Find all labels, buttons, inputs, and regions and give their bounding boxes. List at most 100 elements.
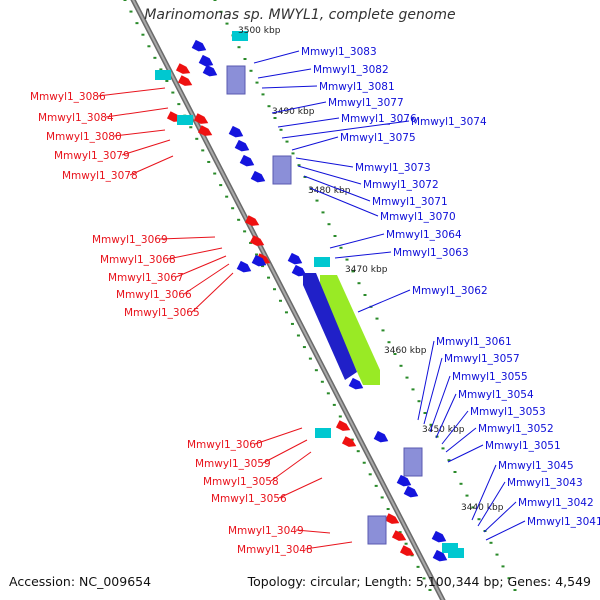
right-gene-label: Mmwyl1_3072 (363, 179, 439, 191)
right-gene-label: Mmwyl1_3075 (340, 132, 416, 144)
right-gene-label: Mmwyl1_3063 (393, 247, 469, 259)
kbp-scale-label: 3440 kbp (461, 503, 504, 513)
reverse-gene-arrow (431, 530, 447, 543)
outer-right-dot (303, 176, 307, 178)
left-gene-label: Mmwyl1_3058 (203, 476, 279, 488)
outer-right-dot (315, 199, 319, 202)
rna-gene-block (155, 70, 171, 80)
left-gene-label: Mmwyl1_3049 (228, 525, 304, 537)
left-leader-line (129, 155, 174, 176)
right-leader-line (281, 120, 410, 139)
reverse-gene-arrow (432, 549, 448, 562)
right-gene-label: Mmwyl1_3042 (518, 497, 594, 509)
gene-cluster-block (367, 515, 387, 545)
rna-gene-block (448, 548, 464, 558)
rna-gene-block (232, 31, 248, 41)
genome-title: Marinomonas sp. MWYL1, complete genome (144, 7, 456, 23)
outer-right-dot (429, 423, 433, 426)
right-gene-label: Mmwyl1_3045 (498, 460, 574, 472)
outer-right-dot (513, 589, 517, 591)
kbp-scale-label: 3460 kbp (384, 346, 427, 356)
outer-left-dot (141, 33, 145, 36)
forward-gene-arrow (177, 75, 193, 86)
outer-left-dot (225, 195, 229, 198)
right-leader-line (357, 289, 411, 313)
outer-left-dot (207, 160, 211, 163)
accession-text: Accession: NC_009654 (9, 574, 152, 589)
genome-summary-text: Topology: circular; Length: 5,100,344 bp… (247, 574, 591, 589)
outer-right-dot (459, 482, 463, 485)
right-gene-label: Mmwyl1_3043 (507, 477, 583, 489)
right-leader-line (441, 410, 469, 445)
outer-left-dot (267, 276, 271, 279)
right-gene-label: Mmwyl1_3062 (412, 285, 488, 297)
left-gene-label: Mmwyl1_3056 (211, 493, 287, 505)
outer-left-dot (374, 484, 378, 487)
outer-right-dot (423, 412, 427, 414)
forward-gene-arrow (249, 235, 265, 246)
outer-left-dot (213, 172, 217, 175)
right-gene-label: Mmwyl1_3053 (470, 406, 546, 418)
reverse-gene-arrow (287, 252, 303, 265)
outer-right-dot (261, 93, 265, 96)
right-leader-line (295, 157, 354, 168)
forward-gene-arrow (335, 420, 351, 431)
reverse-gene-arrow (373, 430, 389, 443)
left-leader-line (121, 139, 171, 156)
reverse-gene-arrow (198, 54, 214, 67)
outer-left-dot (308, 357, 312, 360)
outer-right-dot (285, 140, 289, 143)
outer-left-dot (153, 56, 157, 59)
outer-left-dot (428, 589, 432, 591)
outer-right-dot (243, 58, 247, 60)
right-gene-label: Mmwyl1_3077 (328, 97, 404, 109)
right-leader-line (445, 427, 477, 453)
kbp-scale-label: 3470 kbp (345, 265, 388, 275)
outer-left-dot (326, 392, 330, 395)
outer-right-dot (237, 46, 241, 49)
gene-cluster-block (226, 65, 246, 95)
rna-gene-block (314, 257, 330, 267)
rna-gene-block (315, 428, 331, 438)
right-leader-line (261, 85, 318, 89)
outer-right-dot (387, 341, 391, 344)
outer-left-dot (368, 473, 372, 476)
genome-backbone-highlight (132, 0, 444, 600)
reverse-gene-arrow (403, 485, 419, 498)
outer-right-dot (279, 128, 283, 131)
right-leader-line (253, 50, 300, 64)
outer-left-dot (422, 577, 426, 580)
right-leader-line (291, 136, 339, 151)
outer-right-dot (345, 258, 349, 261)
reverse-gene-arrow (239, 154, 255, 167)
outer-left-dot (284, 311, 288, 314)
outer-right-dot (399, 364, 403, 367)
left-leader-line (105, 107, 169, 118)
outer-left-dot (314, 369, 318, 372)
outer-right-dot (417, 400, 421, 403)
left-leader-line (191, 272, 234, 313)
outer-right-dot (393, 353, 397, 355)
left-leader-line (97, 87, 166, 97)
right-leader-line (447, 444, 484, 463)
left-leader-line (270, 451, 312, 482)
outer-right-dot (471, 506, 475, 509)
outer-left-dot (362, 461, 366, 464)
outer-right-dot (327, 223, 331, 226)
forward-gene-arrow (341, 436, 357, 447)
right-gene-label: Mmwyl1_3082 (313, 64, 389, 76)
left-gene-label: Mmwyl1_3059 (195, 458, 271, 470)
left-gene-label: Mmwyl1_3067 (108, 272, 184, 284)
forward-gene-arrow (399, 545, 415, 556)
outer-left-dot (195, 137, 199, 140)
outer-left-dot (356, 450, 360, 453)
outer-left-dot (201, 149, 205, 152)
outer-left-dot (273, 288, 277, 291)
left-gene-label: Mmwyl1_3080 (46, 131, 122, 143)
left-gene-label: Mmwyl1_3060 (187, 439, 263, 451)
right-gene-label: Mmwyl1_3076 (341, 113, 417, 125)
right-leader-line (297, 165, 362, 185)
rna-gene-block (177, 115, 193, 125)
reverse-gene-arrow (250, 170, 266, 183)
right-gene-label: Mmwyl1_3041 (527, 516, 600, 528)
